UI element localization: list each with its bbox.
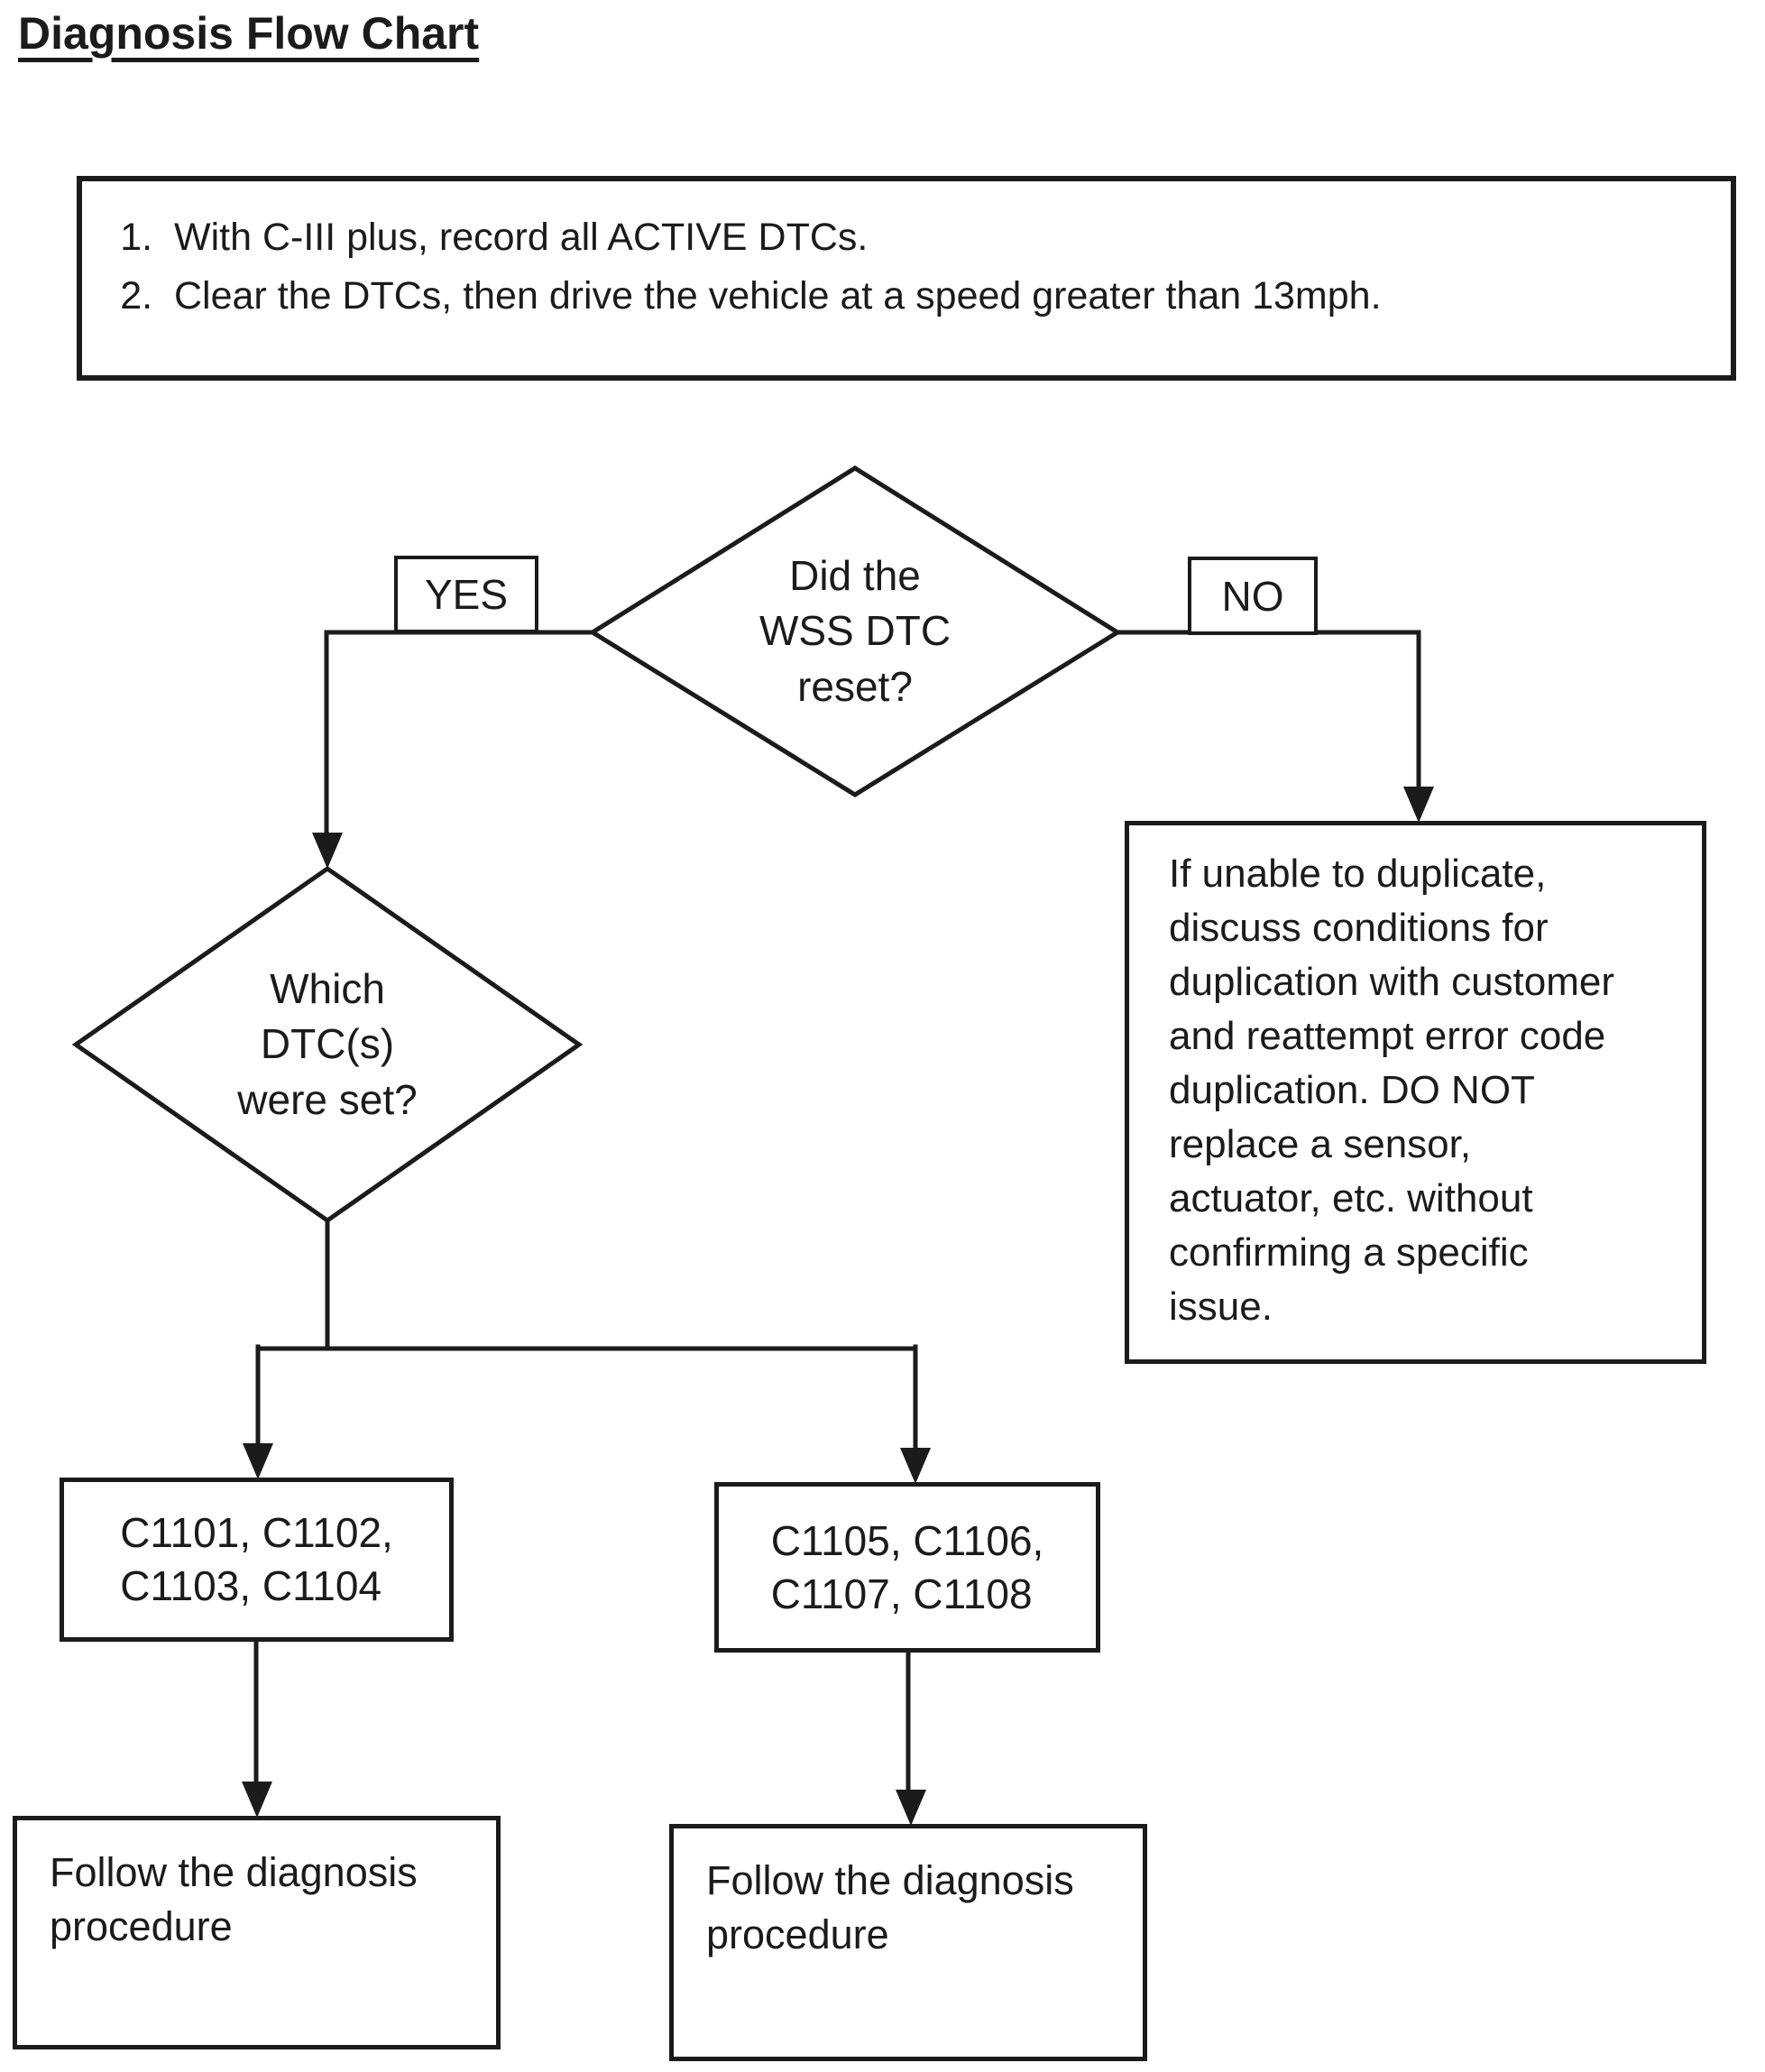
yes-label: YES [424,571,509,618]
no-label: NO [1221,572,1284,620]
instruction-list: With C-III plus, record all ACTIVE DTCs.… [82,212,1731,322]
decision1-diamond [588,465,1122,797]
follow-procedure2-box: Follow the diagnosis procedure [669,1824,1147,2061]
arrowhead-into-decision2 [312,833,343,869]
arrowhead-into-dtc2-box [900,1448,931,1484]
no-outcome-box: If unable to duplicate, discuss conditio… [1125,821,1706,1364]
arrowhead-into-follow1-box [242,1782,272,1818]
page-title: Diagnosis Flow Chart [18,8,480,59]
dtc-group2-box: C1105, C1106, C1107, C1108 [714,1482,1100,1653]
decision2-diamond [71,865,584,1224]
arrowhead-into-dtc1-box [243,1443,273,1479]
dtc-group1-text: C1101, C1102, C1103, C1104 [120,1509,393,1609]
instruction-step-2: Clear the DTCs, then drive the vehicle a… [163,271,1731,322]
instruction-step-1: With C-III plus, record all ACTIVE DTCs. [163,212,1731,263]
follow-procedure1-box: Follow the diagnosis procedure [13,1816,501,2049]
dtc-group1-box: C1101, C1102, C1103, C1104 [60,1478,454,1642]
arrowhead-into-outcome-box [1403,787,1434,823]
arrowhead-into-follow2-box [896,1790,926,1826]
instruction-box: With C-III plus, record all ACTIVE DTCs.… [77,176,1736,381]
no-label-box: NO [1188,557,1318,635]
yes-label-box: YES [394,556,538,633]
decision1-label: Did the WSS DTC reset? [758,551,951,710]
decision2-label: Which DTC(s) were set? [237,964,418,1123]
dtc-group2-text: C1105, C1106, C1107, C1108 [770,1516,1044,1617]
